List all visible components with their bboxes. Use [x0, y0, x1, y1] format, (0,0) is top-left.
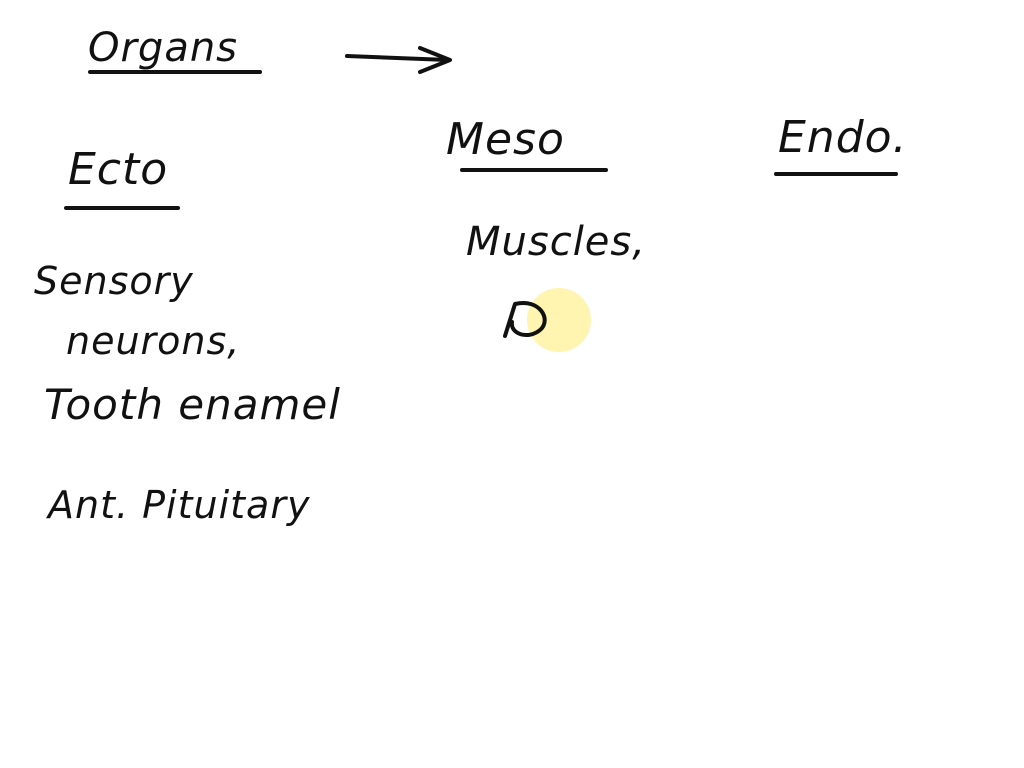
ecto-item-ant-pituitary: Ant. Pituitary [48, 483, 311, 527]
title-organs: Organs [88, 25, 239, 71]
heading-endo-underline [774, 172, 898, 176]
ecto-item-neurons: neurons, [66, 319, 241, 363]
heading-meso: Meso [446, 114, 565, 165]
heading-endo: Endo. [778, 112, 908, 163]
pen-cursor-highlight [527, 288, 591, 352]
heading-ecto-underline [64, 206, 180, 210]
title-underline [88, 70, 262, 74]
ecto-item-sensory: Sensory [34, 259, 194, 303]
ecto-item-tooth-enamel: Tooth enamel [44, 380, 341, 429]
heading-ecto: Ecto [68, 144, 169, 195]
meso-item-muscles: Muscles, [466, 219, 646, 265]
heading-meso-underline [460, 168, 608, 172]
